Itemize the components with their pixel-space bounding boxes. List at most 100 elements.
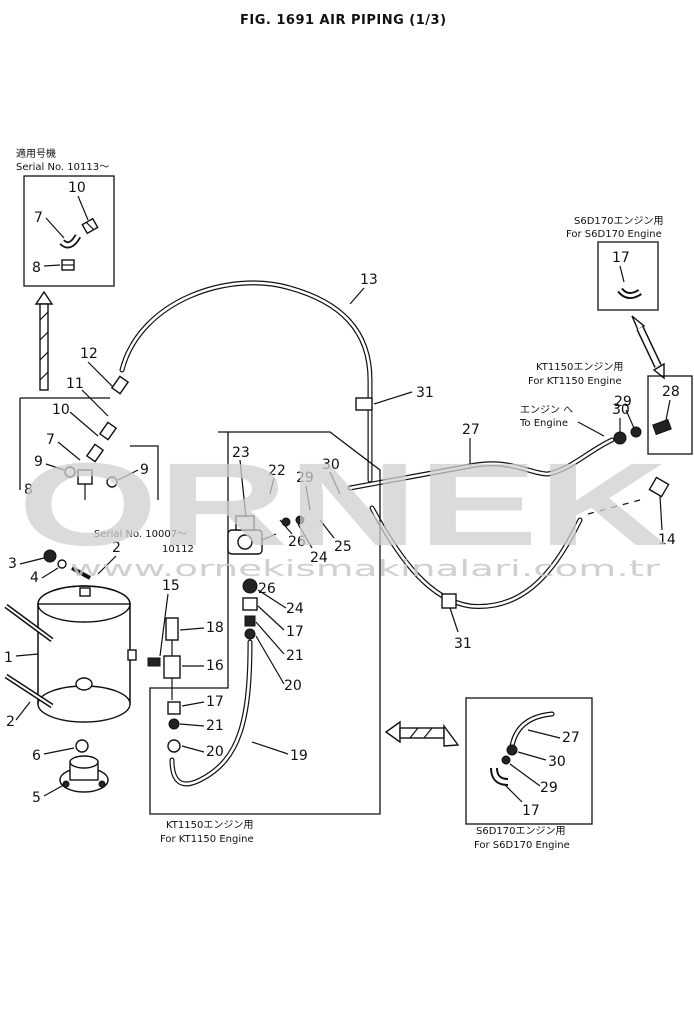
callout-30: 30	[612, 402, 630, 418]
callout-6: 6	[32, 748, 41, 764]
callout-8: 8	[32, 260, 41, 276]
callout-2: 2	[112, 540, 121, 556]
center-detail-box	[149, 431, 381, 815]
callout-20: 20	[284, 678, 302, 694]
part-21-ring-left	[168, 718, 180, 730]
part-16-tee	[163, 655, 181, 679]
bottom-center-en-note: For KT1150 Engine	[160, 834, 254, 845]
bottom-right-en-note: For S6D170 Engine	[474, 840, 570, 851]
mid-right-jp-note: KT1150エンジン用	[536, 362, 623, 373]
part-26-washer-stack	[242, 578, 258, 594]
bottom-right-jp-note: S6D170エンジン用	[476, 826, 566, 837]
top-left-serial-note: Serial No. 10113～	[16, 162, 109, 173]
top-left-jp-note: 適用号機	[16, 147, 56, 160]
callout-9: 9	[140, 462, 149, 478]
callout-16: 16	[206, 658, 224, 674]
part-30-washer-detail	[506, 744, 518, 756]
callout-28: 28	[662, 384, 680, 400]
callout-27: 27	[562, 730, 580, 746]
callout-25: 25	[334, 539, 352, 555]
mid-right-en-note: For KT1150 Engine	[528, 376, 622, 387]
callout-7: 7	[34, 210, 43, 226]
part-29-nut-right	[630, 426, 642, 438]
callout-29: 29	[614, 394, 632, 410]
clamp-31-bottom	[441, 593, 457, 609]
callout-26: 26	[288, 534, 306, 550]
top-right-en-note: For S6D170 Engine	[566, 229, 662, 240]
stud-bolt	[71, 566, 91, 580]
callout-7: 7	[46, 432, 55, 448]
callout-19: 19	[290, 748, 308, 764]
callout-24: 24	[286, 601, 304, 617]
part-9-plug-right	[106, 476, 118, 488]
part-10-fitting-top	[81, 217, 99, 235]
part-29-nut-detail	[501, 755, 511, 765]
part-21-ring-stack	[244, 628, 256, 640]
callout-15: 15	[162, 578, 180, 594]
air-governor-valve	[227, 515, 277, 555]
to-engine-jp: エンジン へ	[520, 405, 573, 416]
callout-17: 17	[286, 624, 304, 640]
callout-9: 9	[34, 454, 43, 470]
callout-30: 30	[322, 457, 340, 473]
callout-11: 11	[66, 376, 84, 392]
part-17-sleeve-left	[167, 701, 181, 715]
callout-29: 29	[540, 780, 558, 796]
callout-29: 29	[296, 470, 314, 486]
callout-12: 12	[80, 346, 98, 362]
top-right-jp-note: S6D170エンジン用	[574, 216, 664, 227]
callout-21: 21	[286, 648, 304, 664]
top-right-detail-box	[597, 241, 659, 311]
callout-20: 20	[206, 744, 224, 760]
top-left-detail-box	[23, 175, 115, 287]
callout-21: 21	[206, 718, 224, 734]
part-14-connector	[648, 476, 670, 498]
bottom-right-detail-box	[465, 697, 593, 825]
callout-26: 26	[258, 581, 276, 597]
part-24-nut-center	[295, 515, 305, 525]
callout-31: 31	[454, 636, 472, 652]
double-arrow-right	[631, 315, 665, 380]
callout-13: 13	[360, 272, 378, 288]
mid-left-serial-note: Serial No. 10007～	[94, 529, 187, 540]
callout-14: 14	[658, 532, 676, 548]
part-9-plug-left	[64, 466, 76, 478]
air-tank	[37, 585, 137, 723]
clamp-31-top	[355, 397, 373, 411]
part-5-drain-valve	[59, 755, 109, 793]
part-20-nut-left	[167, 739, 181, 753]
to-engine-en: To Engine	[519, 418, 568, 429]
part-24-nut-stack	[242, 597, 258, 611]
part-26-washer-center	[281, 517, 291, 527]
callout-27: 27	[462, 422, 480, 438]
callout-17: 17	[206, 694, 224, 710]
up-arrow	[34, 290, 54, 391]
callout-8: 8	[24, 482, 33, 498]
callout-1: 1	[4, 650, 13, 666]
watermark-brand: ORNEK	[18, 439, 668, 571]
mid-right-detail-box	[647, 375, 693, 455]
callout-31: 31	[416, 385, 434, 401]
callout-30: 30	[548, 754, 566, 770]
part-7-elbow-mid	[85, 443, 105, 463]
part-4-washer	[57, 559, 67, 569]
callout-5: 5	[32, 790, 41, 806]
callout-4: 4	[30, 570, 39, 586]
part-18-safety-valve	[165, 617, 179, 641]
figure-title: FIG. 1691 AIR PIPING (1/3)	[240, 13, 447, 28]
mid-left-detail-box	[19, 397, 159, 500]
callout-18: 18	[206, 620, 224, 636]
part-3-bolt	[43, 549, 57, 563]
part-17-sleeve-stack	[244, 615, 256, 627]
callout-23: 23	[232, 445, 250, 461]
part-15-plug	[147, 657, 161, 667]
callout-24: 24	[310, 550, 328, 566]
double-arrow-bottom	[384, 720, 460, 747]
mid-left-serial-end: 10112	[162, 544, 194, 555]
callout-10: 10	[52, 402, 70, 418]
part-6-plug	[75, 739, 89, 753]
callout-10: 10	[68, 180, 86, 196]
callout-3: 3	[8, 556, 17, 572]
